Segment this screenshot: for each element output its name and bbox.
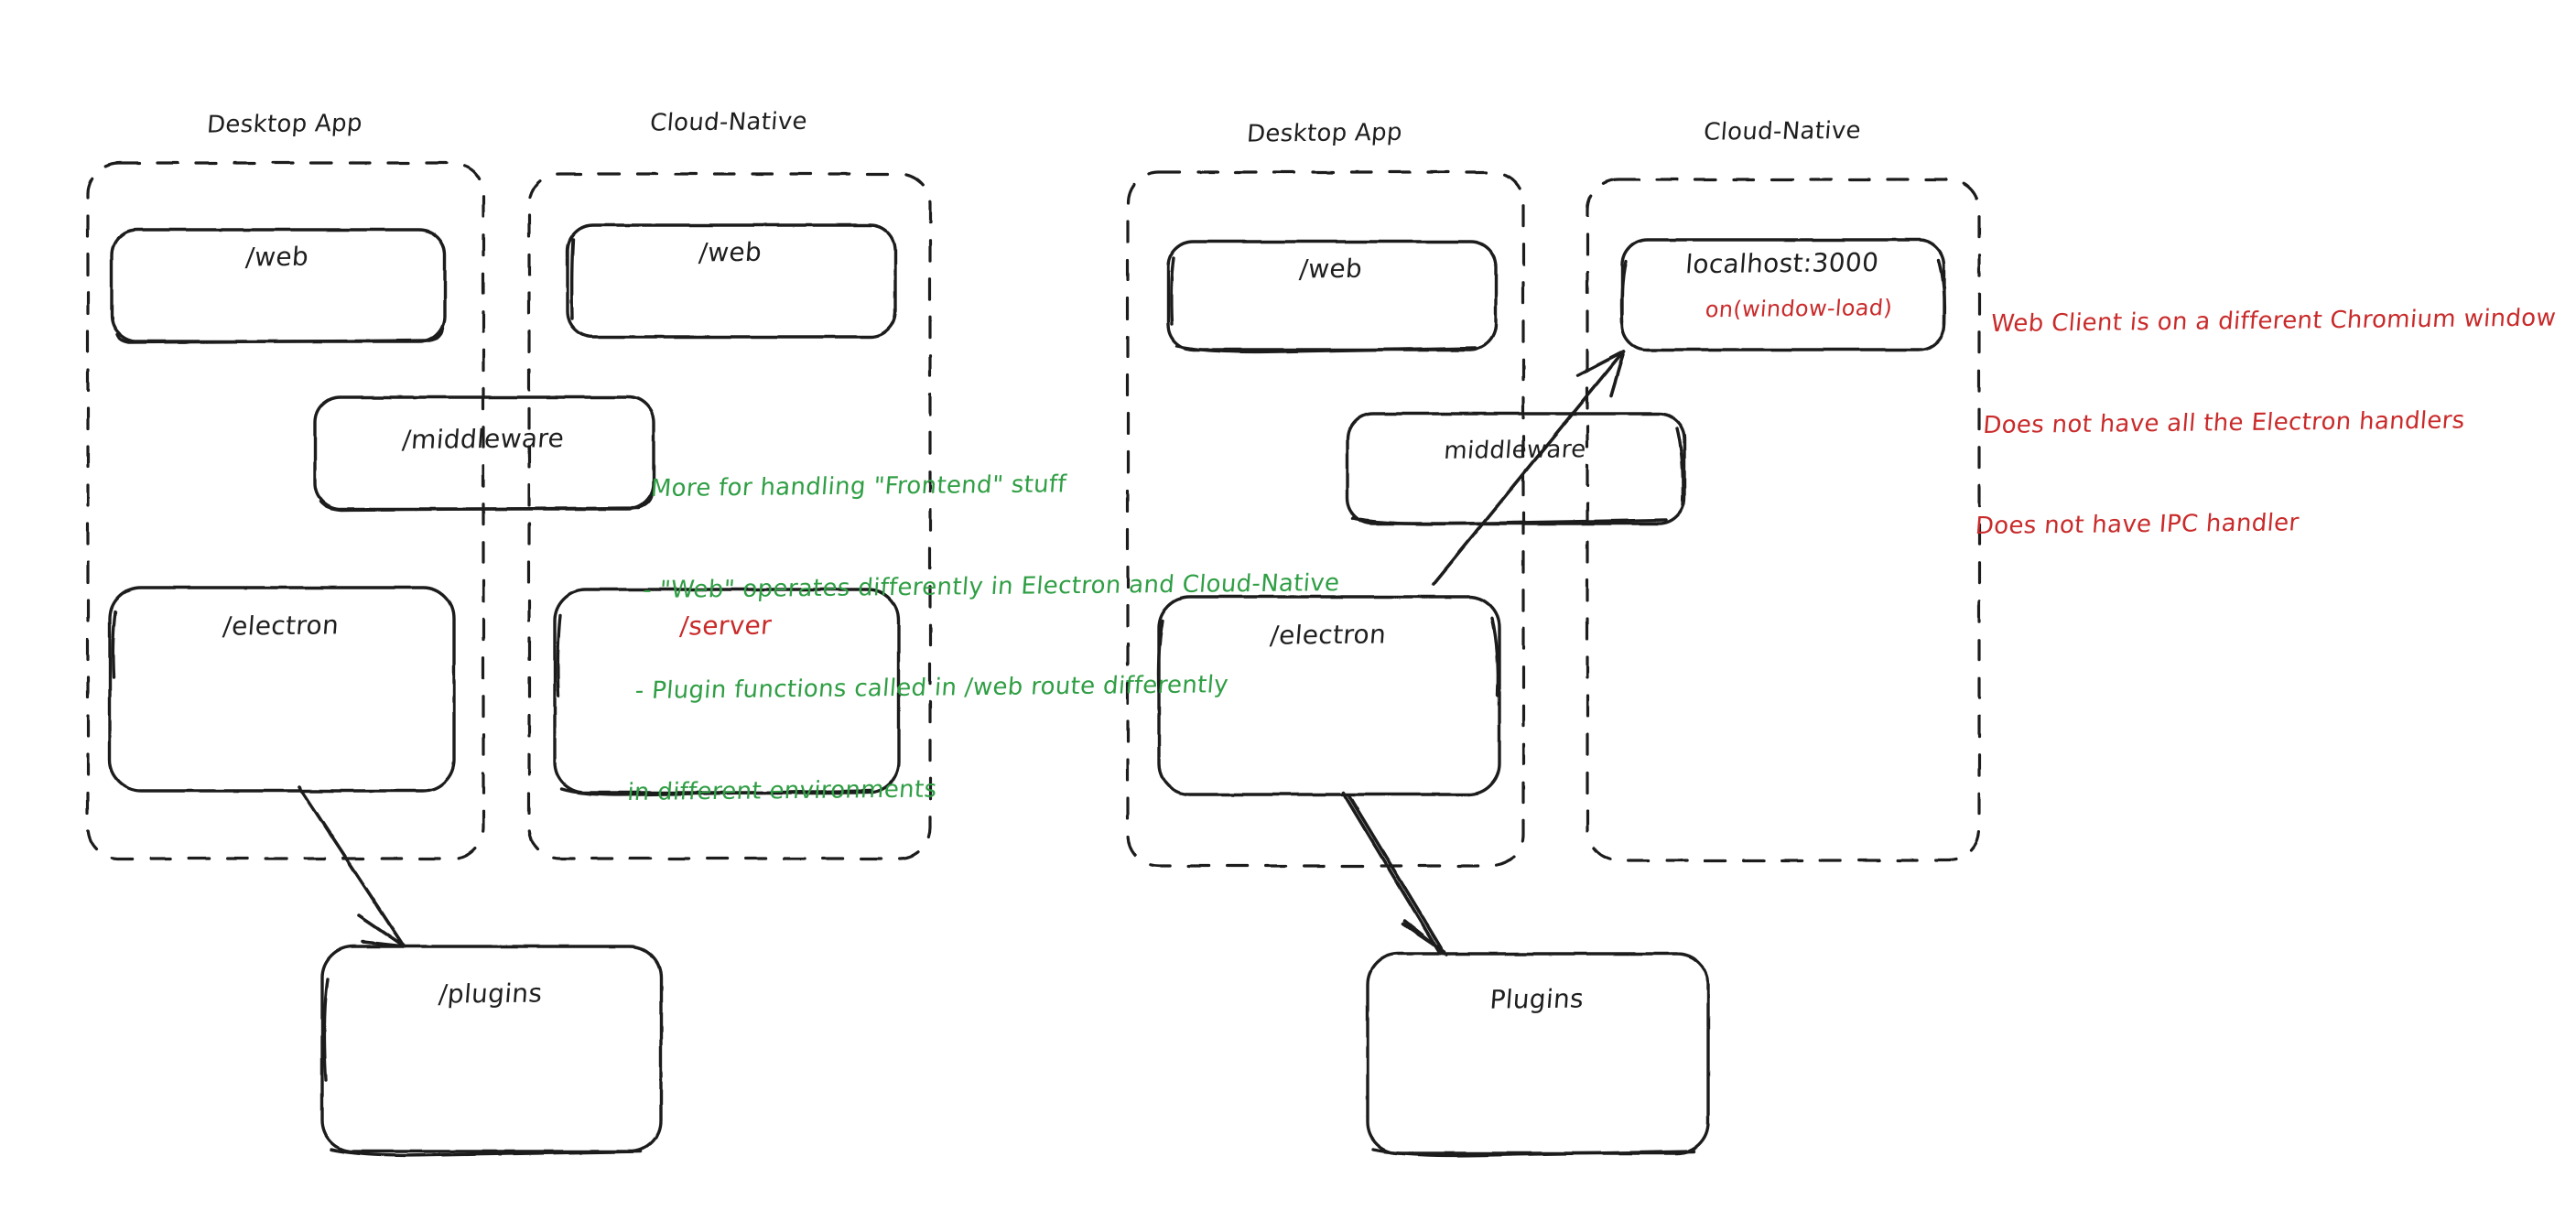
box-left-cloud-web <box>566 223 897 339</box>
arrow-right-electron-to-localhost <box>1432 350 1626 586</box>
box-right-plugins <box>1366 952 1710 1158</box>
box-left-middleware <box>313 395 655 512</box>
box-right-desktop-electron <box>1156 595 1501 796</box>
box-right-middleware <box>1346 412 1686 526</box>
box-left-desktop-electron <box>108 586 456 793</box>
box-right-desktop-web <box>1166 240 1498 354</box>
arrow-left-electron-to-plugins <box>298 785 406 948</box>
group-right-desktop-app <box>1126 170 1525 868</box>
arrow-right-electron-to-plugins <box>1341 791 1448 956</box>
group-left-cloud-native <box>527 172 932 860</box>
box-right-localhost <box>1619 238 1947 351</box>
box-left-cloud-server <box>553 588 901 797</box>
box-left-plugins <box>320 945 663 1158</box>
box-left-desktop-web <box>110 228 447 344</box>
group-left-desktop-app <box>86 161 485 860</box>
